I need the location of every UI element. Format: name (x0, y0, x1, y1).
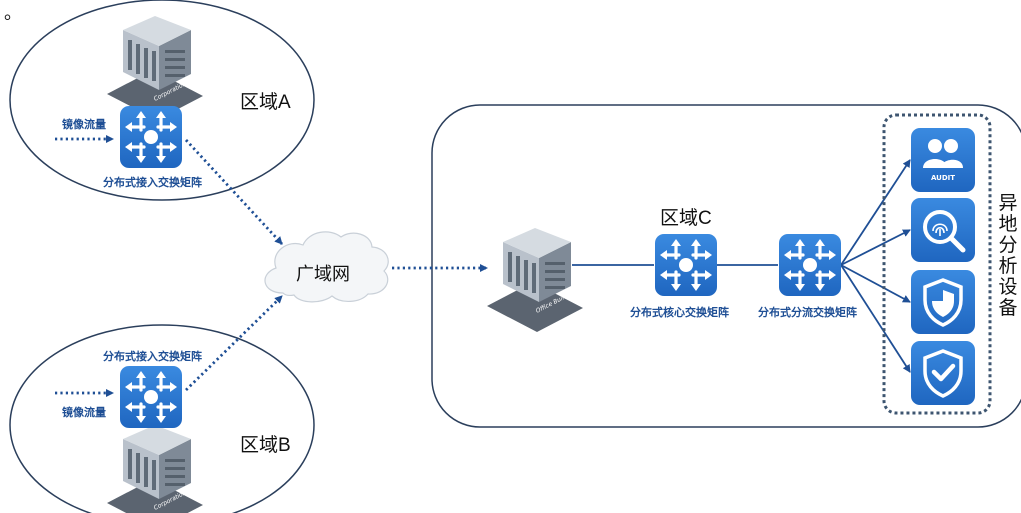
access-switch-b-icon (118, 364, 184, 430)
fingerprint-search-icon (911, 198, 975, 262)
wan-cloud (264, 231, 389, 303)
audit-users-icon: AUDIT (911, 128, 975, 192)
tap-switch-label: 分布式分流交换矩阵 (758, 306, 857, 319)
shield-icon (911, 270, 975, 334)
wan-link-b (185, 294, 283, 392)
core-switch-icon (653, 232, 719, 298)
shield-check-icon (911, 341, 975, 405)
link-tap-fingerprint (840, 229, 911, 266)
region-c-label: 区域C (660, 208, 712, 229)
region-b-ellipse (9, 324, 315, 513)
link-tap-shield-check (840, 264, 911, 373)
corporation-building-b: Corporation (107, 425, 203, 513)
region-c-box (431, 104, 1021, 428)
corner-mark: 。 (4, 3, 22, 23)
access-switch-a-label: 分布式接入交换矩阵 (103, 176, 202, 189)
mirror-traffic-label-b: 镜像流量 (62, 406, 106, 419)
analysis-group-label: 异地分析设备 (998, 193, 1018, 319)
svg-text:AUDIT: AUDIT (931, 174, 955, 182)
analysis-devices-group (882, 113, 992, 415)
corporation-building-a: Corporation (107, 16, 203, 120)
mirror-traffic-label-a: 镜像流量 (62, 118, 106, 131)
wan-link-a (184, 139, 284, 245)
office-building: Office Building (487, 228, 583, 332)
tap-switch-icon (777, 232, 843, 298)
region-a-ellipse (9, 0, 315, 201)
region-b-label: 区域B (240, 435, 291, 456)
link-tap-shield (840, 264, 911, 303)
access-switch-b-label: 分布式接入交换矩阵 (103, 350, 202, 363)
link-tap-audit (840, 159, 911, 266)
wan-label: 广域网 (296, 264, 350, 284)
access-switch-a-icon (118, 104, 184, 170)
core-switch-label: 分布式核心交换矩阵 (630, 306, 729, 319)
region-a-label: 区域A (240, 92, 291, 113)
